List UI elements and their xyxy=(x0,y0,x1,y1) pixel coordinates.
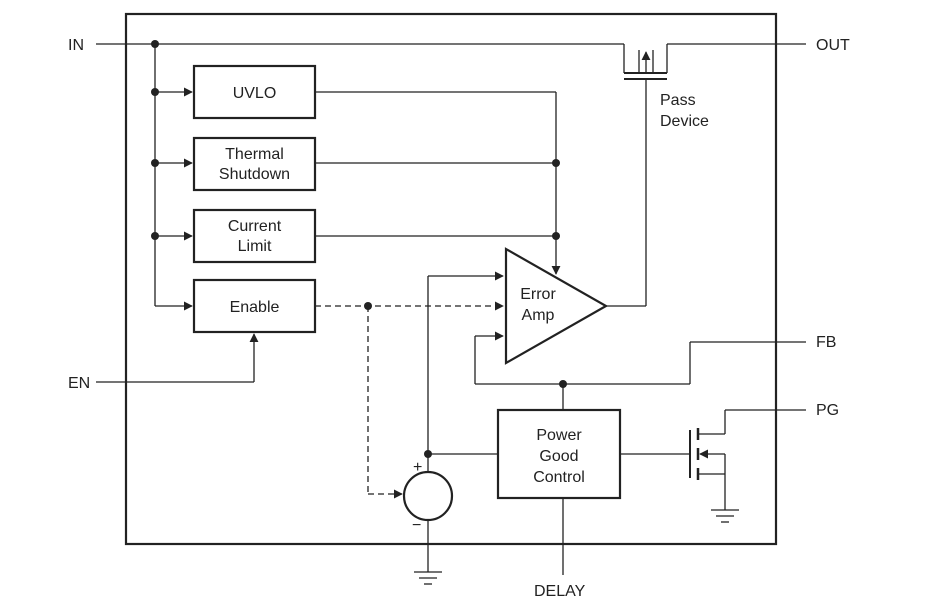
current-label-line1: Current xyxy=(228,218,282,235)
uvlo-label: UVLO xyxy=(233,85,277,102)
en-connection xyxy=(96,333,259,383)
reference-line xyxy=(424,271,504,472)
pin-out-label: OUT xyxy=(816,37,850,54)
ground-symbol-pg xyxy=(711,509,739,523)
uvlo-block: UVLO xyxy=(192,64,317,120)
pin-in-label: IN xyxy=(68,37,84,54)
fault-signal-bus xyxy=(315,91,561,275)
error-amp: Error Amp xyxy=(504,247,609,365)
thermal-label-line2: Shutdown xyxy=(219,166,290,183)
error-amp-label-line1: Error xyxy=(520,286,556,303)
source-plus-sign: + xyxy=(413,459,422,476)
enable-label: Enable xyxy=(230,299,280,316)
pass-device-label-line1: Pass xyxy=(660,92,696,109)
pin-en-label: EN xyxy=(68,375,90,392)
pg-transistor xyxy=(620,409,806,510)
ic-frame xyxy=(124,12,778,546)
gate-drive-line xyxy=(606,79,647,307)
source-minus-sign: − xyxy=(412,517,421,534)
power-good-label-line1: Power xyxy=(536,427,582,444)
ground-symbol-ref xyxy=(414,520,442,585)
input-bus xyxy=(96,40,625,311)
pass-device-transistor xyxy=(624,43,806,80)
thermal-label-line1: Thermal xyxy=(225,146,284,163)
pin-delay-label: DELAY xyxy=(534,583,586,600)
error-amp-label-line2: Amp xyxy=(522,307,555,324)
feedback-line xyxy=(474,331,806,410)
pin-pg-label: PG xyxy=(816,402,839,419)
power-good-label-line2: Good xyxy=(539,448,578,465)
pass-device-label-line2: Device xyxy=(660,113,709,130)
enable-dashed-signals xyxy=(315,301,504,499)
pin-fb-label: FB xyxy=(816,334,836,351)
current-limit-block: Current Limit xyxy=(192,208,317,264)
current-label-line2: Limit xyxy=(238,238,272,255)
power-good-block: Power Good Control xyxy=(496,408,622,500)
enable-block: Enable xyxy=(192,278,317,334)
thermal-shutdown-block: Thermal Shutdown xyxy=(192,136,317,192)
power-good-label-line3: Control xyxy=(533,469,585,486)
